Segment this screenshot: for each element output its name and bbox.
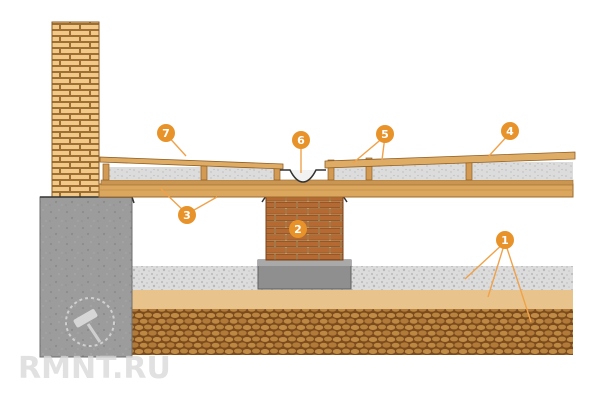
subfloor-board bbox=[100, 179, 574, 186]
callout-1: 1 bbox=[496, 231, 514, 249]
expansion-joint bbox=[280, 169, 326, 183]
callout-label: 6 bbox=[297, 134, 305, 147]
log bbox=[365, 157, 373, 181]
callout-6: 6 bbox=[292, 131, 310, 149]
paint-roller-icon bbox=[65, 297, 115, 347]
callout-4: 4 bbox=[501, 122, 519, 140]
callout-label: 4 bbox=[506, 125, 514, 138]
callout-circle bbox=[292, 131, 310, 149]
callout-label: 1 bbox=[501, 234, 509, 247]
insulation-left bbox=[105, 167, 280, 180]
leader-1 bbox=[464, 241, 532, 323]
callout-label: 5 bbox=[381, 128, 389, 141]
soil-layer bbox=[132, 308, 573, 355]
callout-circle bbox=[496, 231, 514, 249]
callout-3: 3 bbox=[178, 206, 196, 224]
callout-circle bbox=[157, 124, 175, 142]
callout-circle bbox=[289, 220, 307, 238]
floor-joist bbox=[98, 183, 574, 198]
callout-circle bbox=[501, 122, 519, 140]
callout-label: 3 bbox=[183, 209, 191, 222]
callout-circle bbox=[178, 206, 196, 224]
callout-circle bbox=[376, 125, 394, 143]
gravel-layer bbox=[132, 266, 573, 290]
callout-5: 5 bbox=[376, 125, 394, 143]
concrete-foundation bbox=[39, 196, 133, 358]
log bbox=[327, 159, 335, 181]
roller-handle bbox=[86, 323, 102, 343]
roller-halo bbox=[65, 297, 115, 347]
watermark-text: RMNT.RU bbox=[18, 351, 171, 386]
log bbox=[102, 163, 110, 181]
floorboard-left bbox=[99, 156, 284, 170]
roller-body bbox=[73, 309, 98, 328]
callout-label: 7 bbox=[162, 127, 170, 140]
brick-wall bbox=[51, 21, 100, 198]
pier-footing-top bbox=[258, 260, 351, 266]
callout-7: 7 bbox=[157, 124, 175, 142]
ground-layers bbox=[132, 266, 573, 355]
floorboard-right bbox=[324, 151, 576, 169]
sand-layer bbox=[132, 289, 573, 309]
callout-label: 2 bbox=[294, 223, 302, 236]
callout-2: 2 bbox=[289, 220, 307, 238]
watermark: RMNT.RU bbox=[18, 297, 171, 386]
insulation-right bbox=[328, 162, 573, 180]
